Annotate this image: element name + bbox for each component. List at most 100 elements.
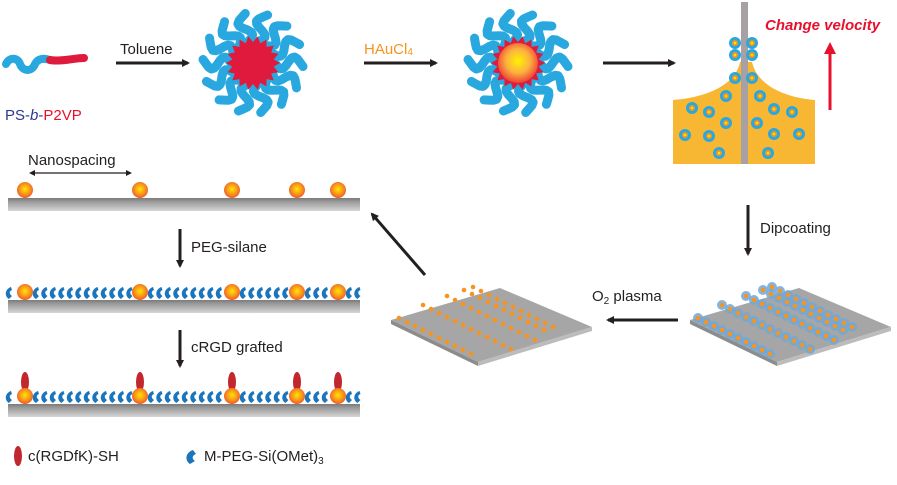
peg-silane-unit <box>126 391 133 403</box>
peg-silane-unit <box>109 391 116 403</box>
gold-dot <box>808 311 814 317</box>
legend-label-peg-sub: 3 <box>318 456 324 467</box>
peg-silane-unit <box>190 287 197 299</box>
gold-dot <box>461 287 467 293</box>
gold-dot <box>776 295 782 301</box>
gold-dot <box>492 317 498 323</box>
gold-dot <box>428 306 434 312</box>
ps-corona-arm <box>533 35 570 61</box>
gold-dot <box>816 315 822 321</box>
peg-silane-unit <box>198 391 205 403</box>
ps-corona-arm <box>513 79 538 117</box>
gold-dot <box>484 334 490 340</box>
gold-dot <box>783 313 789 319</box>
label-p2vp: P2VP <box>43 107 82 124</box>
gold-dot <box>484 313 490 319</box>
peg-silane-unit <box>66 391 73 403</box>
gold-dot <box>719 327 725 333</box>
peg-silane-unit <box>58 287 65 299</box>
gold-dot <box>735 310 741 316</box>
ps-corona-arm <box>517 10 538 47</box>
gold-dot <box>492 338 498 344</box>
peg-silane-unit <box>248 287 255 299</box>
gold-dot <box>470 284 476 290</box>
peg-silane-unit <box>41 287 48 299</box>
gold-dot <box>444 293 450 299</box>
gold-dot <box>799 342 805 348</box>
peg-silane-unit <box>66 287 73 299</box>
label-toluene: Toluene <box>120 41 173 58</box>
gold-dot <box>500 342 506 348</box>
peg-silane-unit <box>109 287 116 299</box>
surface-bare-nanoparticles <box>8 182 360 211</box>
peg-silane-unit <box>164 391 171 403</box>
micelle-small-center <box>707 134 711 138</box>
ps-corona-arm <box>498 9 523 47</box>
substrate-plate-micelle-monolayer <box>690 282 891 366</box>
gold-dot <box>801 300 807 306</box>
gold-nanoparticle <box>289 182 305 198</box>
peg-silane-unit <box>198 287 205 299</box>
gold-dot <box>508 346 514 352</box>
peg-silane-unit <box>273 391 280 403</box>
gold-dot <box>468 305 474 311</box>
legend-rgd-icon <box>14 446 22 466</box>
label-o2-main: O <box>592 288 604 305</box>
gold-dot <box>532 337 538 343</box>
gold-dot <box>460 322 466 328</box>
gold-dot <box>767 351 773 357</box>
micelle-small-center <box>724 121 728 125</box>
gold-nanoparticle <box>330 284 346 300</box>
surface-crgd-grafted <box>5 372 361 417</box>
gold-dot <box>767 326 773 332</box>
substrate-rod <box>741 2 748 164</box>
ps-corona-arm <box>479 75 509 105</box>
dipcoating-vessel <box>673 2 815 164</box>
gold-dot <box>412 323 418 329</box>
ps-corona-arm <box>205 33 238 58</box>
peg-silane-unit <box>75 287 82 299</box>
peg-silane-unit <box>256 287 263 299</box>
gold-dot <box>809 304 815 310</box>
gold-dot <box>508 325 514 331</box>
gold-dot <box>525 319 531 325</box>
gold-dot <box>486 292 492 298</box>
peg-silane-unit <box>173 391 180 403</box>
p2vp-core <box>226 36 280 90</box>
substrate-bar <box>8 198 360 211</box>
peg-silane-unit <box>147 391 154 403</box>
gold-dot <box>436 335 442 341</box>
gold-dot <box>420 327 426 333</box>
gold-dot <box>815 329 821 335</box>
ps-corona-arm <box>214 75 244 105</box>
label-change-velocity: Change velocity <box>765 17 881 34</box>
micelle-small-center <box>733 76 737 80</box>
micelle-small-center <box>758 94 762 98</box>
peg-silane-unit <box>321 287 328 299</box>
ps-corona-arm <box>526 75 554 109</box>
micelle-small-center <box>733 53 737 57</box>
ps-corona-arm <box>270 52 308 74</box>
gold-dot <box>783 334 789 340</box>
legend-label-peg-main: M-PEG-Si(OMet) <box>204 448 319 465</box>
micelle-small-center <box>790 110 794 114</box>
peg-silane-unit <box>313 391 320 403</box>
gold-dot <box>743 314 749 320</box>
micelle-small-center <box>772 132 776 136</box>
gold-nanoparticle <box>289 284 305 300</box>
label-haucl4: HAuCl4 <box>364 42 413 58</box>
gold-dot <box>849 324 855 330</box>
gold-dot <box>785 292 791 298</box>
peg-silane-unit <box>239 287 246 299</box>
ps-corona-arm <box>217 17 245 51</box>
gold-dot <box>751 318 757 324</box>
gold-dot <box>831 337 837 343</box>
label-haucl4-sub: 4 <box>407 47 413 58</box>
gold-dot <box>825 312 831 318</box>
peg-silane-unit <box>215 287 222 299</box>
peg-silane-unit <box>181 287 188 299</box>
gold-dot <box>751 343 757 349</box>
peg-silane-unit <box>92 287 99 299</box>
peg-silane-unit <box>100 391 107 403</box>
